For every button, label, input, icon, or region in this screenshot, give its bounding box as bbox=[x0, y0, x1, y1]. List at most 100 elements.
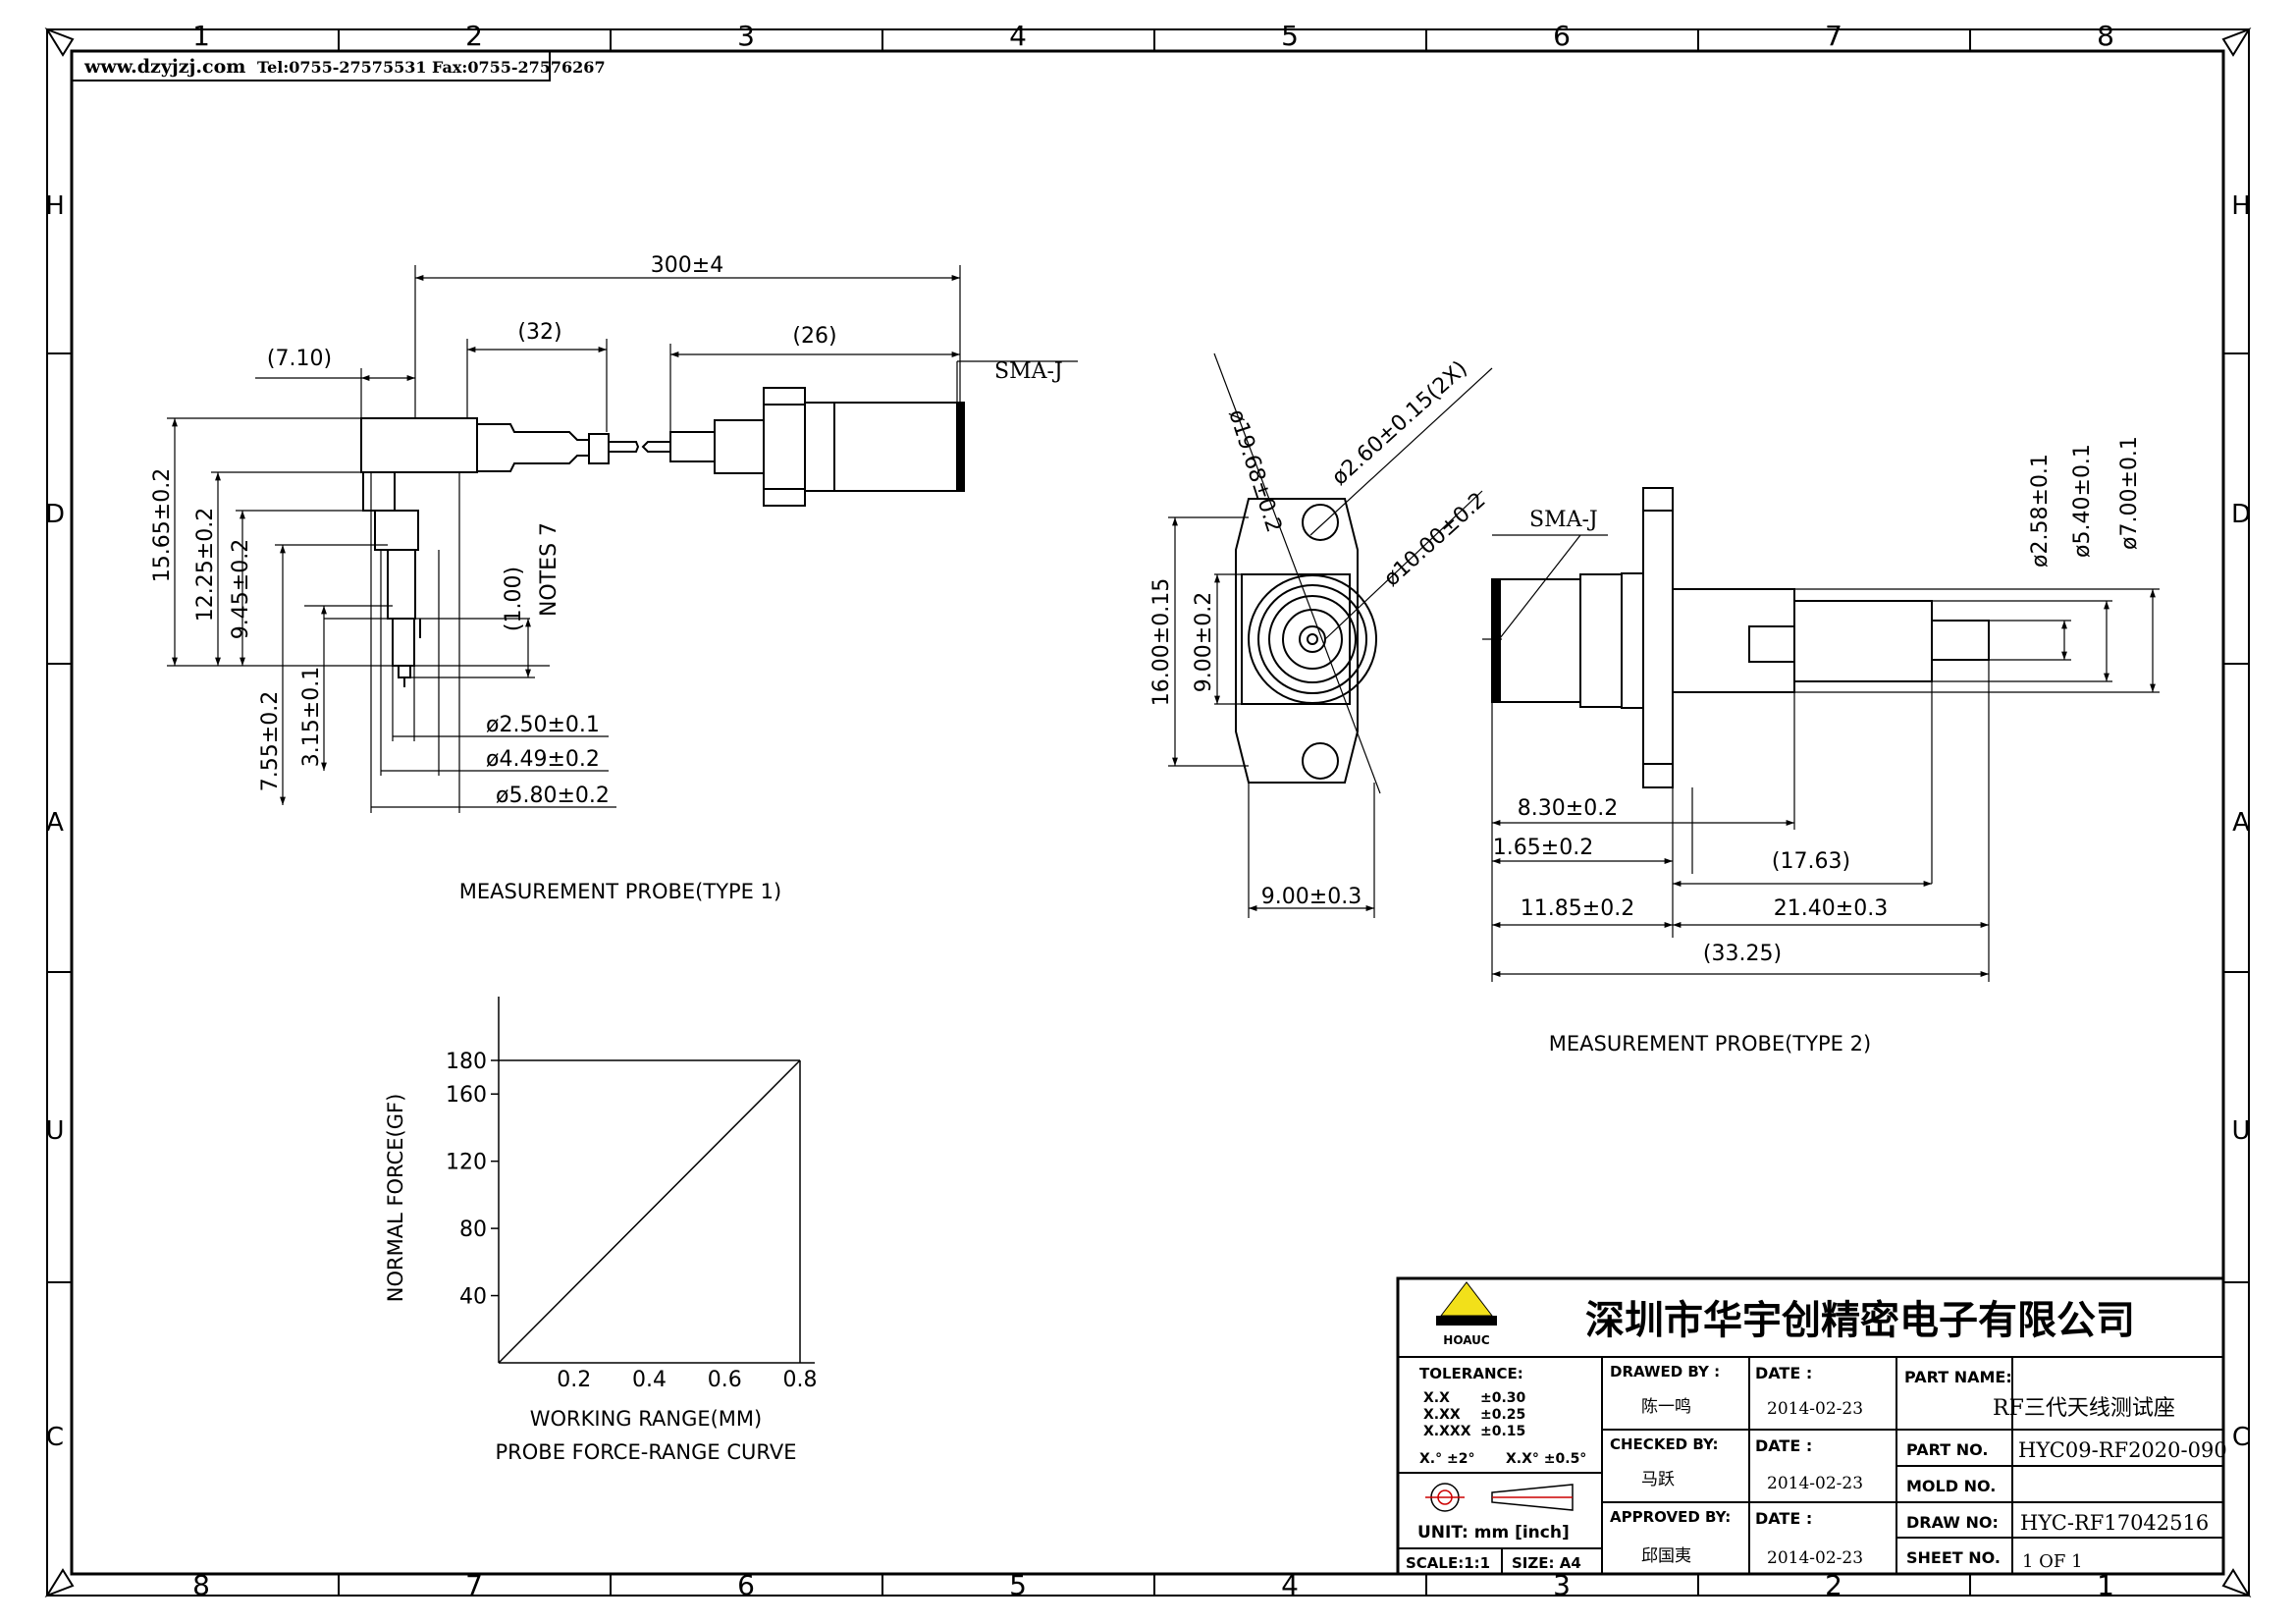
dim-l165: 1.65±0.2 bbox=[1493, 836, 1593, 860]
contact-text: Tel:0755-27575531 Fax:0755-27576267 bbox=[257, 58, 606, 77]
company-name: 深圳市华宇创精密电子有限公司 bbox=[1585, 1298, 2135, 1343]
zone-letter: C bbox=[2232, 1423, 2250, 1452]
date-value: 2014-02-23 bbox=[1767, 1548, 1863, 1568]
dim-d1968: ø19.68±0.2 bbox=[1223, 406, 1286, 535]
dim-300: 300±4 bbox=[651, 253, 723, 278]
drawing-frame bbox=[44, 27, 2252, 1597]
zone-numbers-bottom: 8 7 6 5 4 3 2 1 bbox=[192, 1569, 2114, 1601]
projection-symbol-icon bbox=[1425, 1483, 1574, 1512]
zone-number: 2 bbox=[1825, 1569, 1842, 1601]
angle-tol-2: X.X° ±0.5° bbox=[1506, 1451, 1586, 1467]
zone-numbers-top: 1 2 3 4 5 6 7 8 bbox=[192, 20, 2114, 52]
zone-number: 3 bbox=[1553, 1569, 1571, 1601]
tolerance-label: TOLERANCE: bbox=[1419, 1365, 1523, 1382]
dim-26: (26) bbox=[792, 324, 836, 349]
scale-text: SCALE:1:1 bbox=[1406, 1554, 1490, 1572]
dim-100: (1.00) bbox=[502, 567, 526, 631]
sheet-no: 1 OF 1 bbox=[2022, 1551, 2083, 1572]
logo-text: HOAUC bbox=[1443, 1333, 1490, 1347]
draw-no: HYC-RF17042516 bbox=[2020, 1511, 2209, 1535]
zone-number: 4 bbox=[1281, 1569, 1299, 1601]
sma-j-label-2: SMA-J bbox=[1529, 508, 1598, 532]
zone-number: 5 bbox=[1281, 20, 1299, 52]
checked-by-label: CHECKED BY: bbox=[1610, 1435, 1719, 1453]
zone-letter: D bbox=[2231, 500, 2251, 529]
website-text: www.dzyjzj.com bbox=[83, 56, 245, 78]
angle-tol-1: X.° ±2° bbox=[1419, 1451, 1474, 1467]
y-tick-label: 180 bbox=[446, 1050, 487, 1074]
dim-l1185: 11.85±0.2 bbox=[1521, 896, 1634, 921]
y-tick-label: 80 bbox=[459, 1218, 487, 1242]
zone-number: 8 bbox=[192, 1569, 210, 1601]
part-no-label: PART NO. bbox=[1906, 1440, 1988, 1459]
tol-value: ±0.25 bbox=[1480, 1407, 1525, 1423]
sheet-label: SHEET NO. bbox=[1906, 1548, 2001, 1567]
dim-1565: 15.65±0.2 bbox=[150, 468, 175, 582]
dim-945: 9.45±0.2 bbox=[229, 539, 253, 639]
dim-l2140: 21.40±0.3 bbox=[1774, 896, 1888, 921]
date-value: 2014-02-23 bbox=[1767, 1474, 1863, 1493]
title-block: HOAUC 深圳市华宇创精密电子有限公司 TOLERANCE: X.X ±0.3… bbox=[1396, 1276, 2227, 1576]
probe-type-1-labels: 300±4 (32) (26) (7.10) SMA-J 15.65±0.2 1… bbox=[150, 253, 1063, 903]
dim-h1600: 16.00±0.15 bbox=[1149, 578, 1174, 706]
zone-number: 3 bbox=[737, 20, 755, 52]
mold-no-label: MOLD NO. bbox=[1906, 1477, 1996, 1495]
probe-2-title: MEASUREMENT PROBE(TYPE 2) bbox=[1549, 1032, 1871, 1056]
dim-32: (32) bbox=[517, 320, 561, 345]
dim-d700: ø7.00±0.1 bbox=[2117, 436, 2142, 550]
zone-number: 2 bbox=[465, 20, 483, 52]
probe-type-2-front-view bbox=[1235, 498, 1377, 784]
sma-j-label-1: SMA-J bbox=[994, 359, 1063, 384]
date-label: DATE : bbox=[1755, 1509, 1812, 1528]
zone-number: 6 bbox=[1553, 20, 1571, 52]
zone-number: 6 bbox=[737, 1569, 755, 1601]
dim-l3325: (33.25) bbox=[1703, 942, 1782, 966]
tol-value: ±0.15 bbox=[1480, 1424, 1525, 1439]
dim-d250: ø2.50±0.1 bbox=[486, 713, 600, 737]
zone-number: 5 bbox=[1009, 1569, 1027, 1601]
zone-letter: U bbox=[2231, 1116, 2250, 1146]
dim-d580: ø5.80±0.2 bbox=[496, 784, 610, 808]
zone-letter: U bbox=[45, 1116, 64, 1146]
part-no: HYC09-RF2020-090 bbox=[2018, 1438, 2227, 1462]
date-value: 2014-02-23 bbox=[1767, 1399, 1863, 1419]
zone-letter: A bbox=[2232, 808, 2250, 838]
zone-letter: A bbox=[46, 808, 64, 838]
size-text: SIZE: A4 bbox=[1512, 1554, 1581, 1572]
header-strip: www.dzyjzj.com Tel:0755-27575531 Fax:075… bbox=[71, 50, 606, 81]
approved-by: 邱国夷 bbox=[1641, 1546, 1691, 1566]
zone-letter: H bbox=[45, 191, 65, 221]
zone-number: 4 bbox=[1009, 20, 1027, 52]
dim-l830: 8.30±0.2 bbox=[1518, 796, 1618, 821]
y-tick-label: 120 bbox=[446, 1151, 487, 1175]
drawn-by: 陈一鸣 bbox=[1641, 1397, 1691, 1417]
y-tick-label: 160 bbox=[446, 1083, 487, 1108]
dim-755: 7.55±0.2 bbox=[258, 691, 283, 791]
probe-type-2-side-view bbox=[1491, 487, 1990, 788]
dim-315: 3.15±0.1 bbox=[299, 667, 324, 767]
zone-letter: D bbox=[45, 500, 65, 529]
x-tick-label: 0.8 bbox=[783, 1368, 818, 1392]
unit-text: UNIT: mm [inch] bbox=[1417, 1523, 1570, 1543]
y-tick-label: 40 bbox=[459, 1285, 487, 1310]
dim-d449: ø4.49±0.2 bbox=[486, 747, 600, 772]
draw-no-label: DRAW NO: bbox=[1906, 1513, 1999, 1532]
zone-letter: H bbox=[2231, 191, 2251, 221]
probe-1-title: MEASUREMENT PROBE(TYPE 1) bbox=[459, 880, 781, 903]
zone-number: 1 bbox=[192, 20, 210, 52]
tol-value: ±0.30 bbox=[1480, 1390, 1526, 1406]
x-tick-label: 0.4 bbox=[632, 1368, 667, 1392]
company-logo: HOAUC bbox=[1436, 1281, 1497, 1347]
checked-by: 马跃 bbox=[1641, 1470, 1675, 1489]
dim-1225: 12.25±0.2 bbox=[193, 508, 218, 622]
probe-type-2-side-labels: SMA-J ø2.58±0.1 ø5.40±0.1 ø7.00±0.1 8.30… bbox=[1493, 436, 2142, 1056]
part-name-label: PART NAME: bbox=[1904, 1368, 2012, 1386]
chart-series bbox=[498, 1059, 801, 1364]
zone-number: 7 bbox=[465, 1569, 483, 1601]
dim-h900: 9.00±0.2 bbox=[1192, 592, 1216, 692]
probe-type-1 bbox=[360, 387, 965, 687]
dim-710: (7.10) bbox=[267, 347, 332, 371]
tol-key: X.XX bbox=[1423, 1407, 1461, 1423]
